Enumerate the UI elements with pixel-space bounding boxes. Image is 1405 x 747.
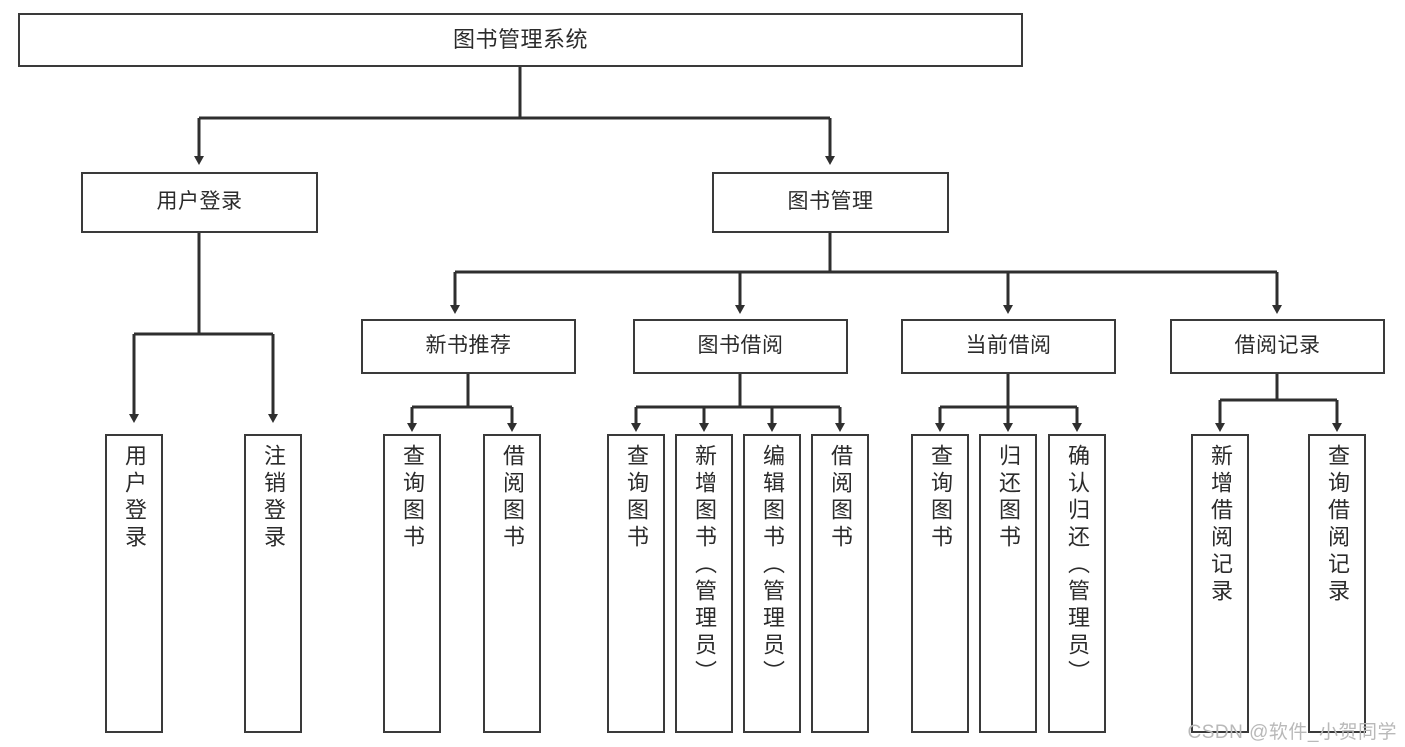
node-book-borrow[interactable]: 图书借阅 xyxy=(633,319,848,374)
watermark-text: CSDN @软件_小贺同学 xyxy=(1187,722,1397,743)
node-label: 查询图书 xyxy=(928,444,953,552)
node-label: 借阅图书 xyxy=(828,444,853,552)
node-borrow-record[interactable]: 借阅记录 xyxy=(1170,319,1385,374)
node-label: 归还图书 xyxy=(996,444,1021,552)
node-leaf-add-record[interactable]: 新增借阅记录 xyxy=(1191,434,1249,733)
node-leaf-query-book-2[interactable]: 查询图书 xyxy=(607,434,665,733)
node-label: 注销登录 xyxy=(261,444,286,552)
node-leaf-add-book[interactable]: 新增图书（管理员） xyxy=(675,434,733,733)
node-leaf-borrow-book-2[interactable]: 借阅图书 xyxy=(811,434,869,733)
node-label: 借阅图书 xyxy=(500,444,525,552)
node-label: 编辑图书（管理员） xyxy=(760,444,785,687)
node-leaf-edit-book[interactable]: 编辑图书（管理员） xyxy=(743,434,801,733)
node-leaf-query-book-1[interactable]: 查询图书 xyxy=(383,434,441,733)
node-label: 新增图书（管理员） xyxy=(692,444,717,687)
node-label: 新增借阅记录 xyxy=(1208,444,1233,606)
node-label: 新书推荐 xyxy=(425,334,512,358)
node-label: 图书借阅 xyxy=(697,334,784,358)
node-user-login[interactable]: 用户登录 xyxy=(81,172,318,233)
node-book-manage[interactable]: 图书管理 xyxy=(712,172,949,233)
node-label: 查询图书 xyxy=(400,444,425,552)
node-label: 查询借阅记录 xyxy=(1325,444,1350,606)
node-label: 确认归还（管理员） xyxy=(1065,444,1090,687)
node-label: 查询图书 xyxy=(624,444,649,552)
node-label: 用户登录 xyxy=(156,190,243,214)
node-label: 图书管理 xyxy=(787,190,874,214)
node-label: 用户登录 xyxy=(122,444,147,552)
node-leaf-user-login[interactable]: 用户登录 xyxy=(105,434,163,733)
node-label: 图书管理系统 xyxy=(452,27,588,53)
node-label: 当前借阅 xyxy=(965,334,1052,358)
node-new-book-recommend[interactable]: 新书推荐 xyxy=(361,319,576,374)
node-root-system[interactable]: 图书管理系统 xyxy=(18,13,1023,67)
node-leaf-logout-login[interactable]: 注销登录 xyxy=(244,434,302,733)
node-leaf-query-book-3[interactable]: 查询图书 xyxy=(911,434,969,733)
node-leaf-confirm-return[interactable]: 确认归还（管理员） xyxy=(1048,434,1106,733)
node-leaf-borrow-book-1[interactable]: 借阅图书 xyxy=(483,434,541,733)
node-label: 借阅记录 xyxy=(1234,334,1321,358)
node-leaf-return-book[interactable]: 归还图书 xyxy=(979,434,1037,733)
node-current-borrow[interactable]: 当前借阅 xyxy=(901,319,1116,374)
node-leaf-query-record[interactable]: 查询借阅记录 xyxy=(1308,434,1366,733)
